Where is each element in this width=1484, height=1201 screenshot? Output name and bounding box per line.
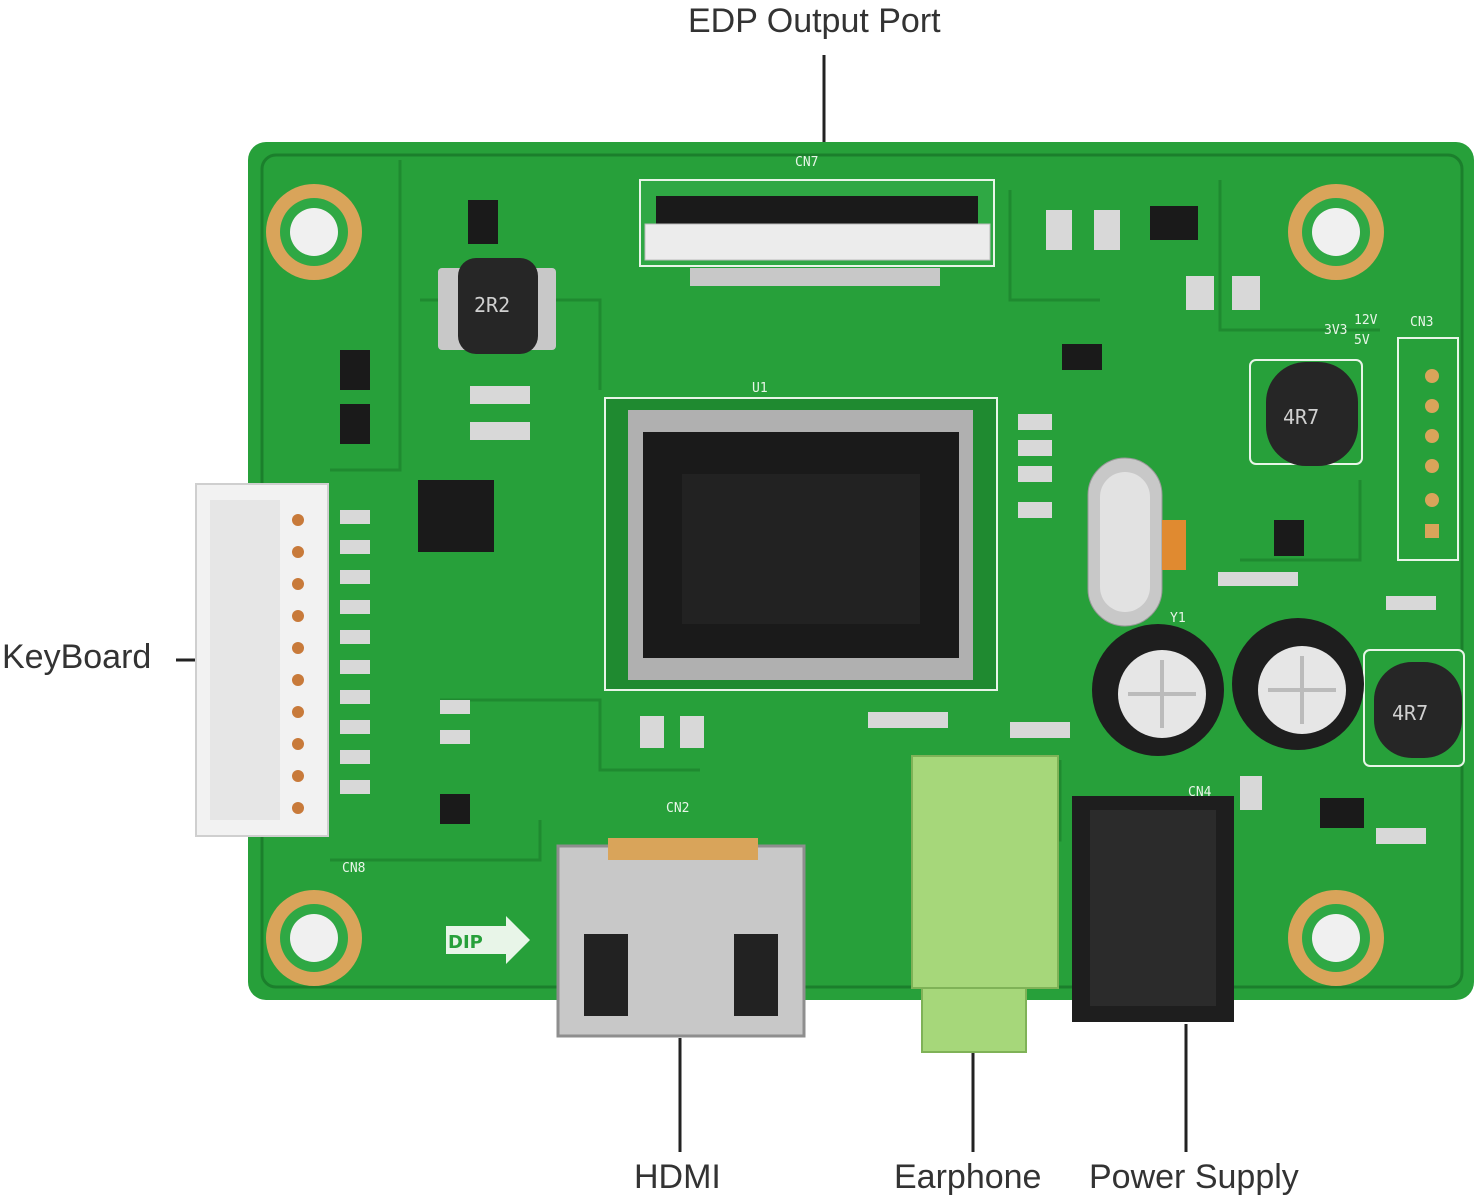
earphone-jack bbox=[911, 755, 1059, 1053]
smd-components bbox=[340, 210, 1436, 844]
cn3-header bbox=[1397, 337, 1459, 561]
power-jack bbox=[1072, 796, 1234, 1022]
transistors bbox=[340, 344, 1102, 824]
capacitor-c21 bbox=[1092, 624, 1224, 756]
mounting-hole-bottom-left bbox=[266, 890, 362, 986]
inductor-l3-marking: 2R2 bbox=[474, 293, 510, 317]
crystal-y1 bbox=[1087, 457, 1186, 627]
chip-u4 bbox=[1320, 798, 1364, 828]
mounting-hole-top-left bbox=[266, 184, 362, 280]
u1-label: U1 bbox=[752, 381, 768, 396]
mounting-hole-top-right bbox=[1288, 184, 1384, 280]
edp-connector bbox=[639, 179, 995, 286]
edp-output-port-label: EDP Output Port bbox=[688, 2, 941, 40]
y1-label: Y1 bbox=[1170, 611, 1186, 626]
earphone-label: Earphone bbox=[894, 1158, 1042, 1196]
pcb-traces bbox=[330, 160, 1380, 862]
cn8-label: CN8 bbox=[342, 861, 365, 876]
keyboard-connector bbox=[195, 483, 329, 837]
chip-u5 bbox=[1274, 520, 1304, 556]
inductor-l2 bbox=[1249, 359, 1363, 466]
inductor-l1 bbox=[1363, 649, 1465, 767]
chip-u6 bbox=[468, 200, 498, 244]
cn2-label: CN2 bbox=[666, 801, 689, 816]
inductor-l3 bbox=[438, 258, 556, 354]
power-12v-label: 12V bbox=[1354, 313, 1378, 328]
inductor-l2-marking: 4R7 bbox=[1283, 405, 1319, 429]
power-supply-label: Power Supply bbox=[1089, 1158, 1299, 1196]
cn4-label: CN4 bbox=[1188, 785, 1212, 800]
hdmi-connector bbox=[556, 838, 806, 1038]
chip-q4 bbox=[1150, 206, 1198, 240]
hdmi-label: HDMI bbox=[634, 1158, 721, 1196]
mounting-hole-bottom-right bbox=[1288, 890, 1384, 986]
inductor-l1-marking: 4R7 bbox=[1392, 701, 1428, 725]
capacitor-c22 bbox=[1232, 618, 1364, 750]
keyboard-label: KeyBoard bbox=[2, 638, 152, 676]
dip-arrow bbox=[446, 916, 530, 964]
cn3-label: CN3 bbox=[1410, 315, 1433, 330]
main-chip-u1 bbox=[604, 397, 998, 691]
dip-label: DIP bbox=[448, 932, 483, 953]
chip-u3 bbox=[418, 480, 494, 552]
power-3v3-label: 3V3 bbox=[1324, 323, 1347, 338]
power-5v-label: 5V bbox=[1354, 333, 1370, 348]
cn7-label: CN7 bbox=[795, 155, 818, 170]
